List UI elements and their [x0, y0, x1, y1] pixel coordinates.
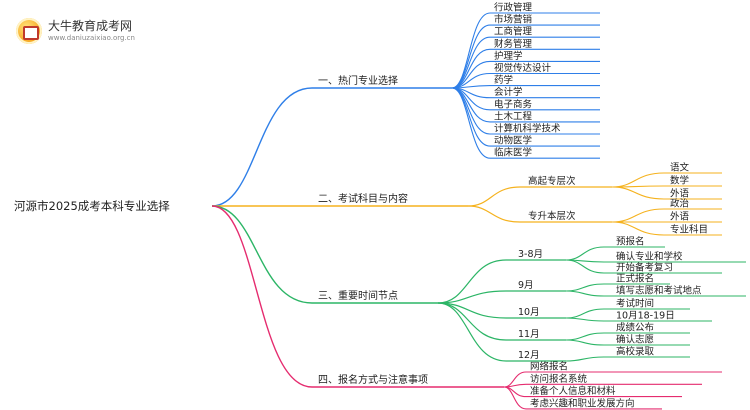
leaf-connector — [565, 339, 605, 346]
leaf-label: 工商管理 — [494, 26, 533, 38]
leaf-label: 外语 — [670, 211, 690, 223]
group-connector — [437, 302, 507, 319]
leaf-label: 数学 — [670, 175, 689, 187]
leaf-label: 确认专业和学校 — [616, 251, 683, 263]
branch-connector-1 — [211, 87, 313, 207]
leaf-label: 行政管理 — [494, 2, 533, 14]
leaf-label: 成绩公布 — [616, 322, 654, 334]
leaf-label: 外语 — [670, 188, 690, 200]
leaf-label: 电子商务 — [494, 98, 533, 110]
leaf-label: 网络报名 — [530, 361, 568, 373]
mind-map-edges — [211, 12, 746, 410]
leaf-label: 正式报名 — [616, 273, 654, 285]
leaf-connector — [503, 386, 527, 410]
branch-label-1: 一、热门专业选择 — [318, 74, 398, 87]
leaf-label: 考试时间 — [616, 298, 654, 310]
leaf-connector — [565, 246, 605, 261]
group-connector — [437, 302, 507, 362]
logo-title: 大牛教育成考网 — [48, 19, 133, 33]
group-label: 3-8月 — [518, 249, 543, 260]
leaf-label: 高校录取 — [616, 346, 655, 358]
leaf-connector — [611, 221, 665, 236]
leaf-label: 确认志愿 — [616, 334, 654, 346]
group-connector — [437, 302, 507, 341]
leaf-label: 会计学 — [494, 86, 523, 98]
leaf-connector — [565, 308, 605, 319]
mind-map-labels: 河源市2025成考本科专业选择 一、热门专业选择 行政管理市场营销工商管理财务管理护… — [14, 2, 708, 410]
leaf-label: 准备个人信息和材料 — [530, 385, 616, 397]
branch-connector-4 — [211, 205, 313, 388]
group-connector — [437, 290, 507, 304]
leaf-label: 动物医学 — [494, 135, 532, 147]
leaf-label: 政治 — [670, 198, 689, 210]
leaf-connector — [451, 48, 491, 89]
group-label: 专升本层次 — [528, 210, 576, 222]
branch-label-3: 三、重要时间节点 — [318, 289, 398, 302]
leaf-label: 财务管理 — [494, 38, 533, 50]
leaf-label: 视觉传达设计 — [494, 62, 552, 74]
leaf-connector — [565, 317, 605, 322]
leaf-connector — [565, 259, 605, 274]
leaf-connector — [565, 290, 605, 297]
group-label: 9月 — [518, 280, 534, 291]
leaf-label: 专业科目 — [670, 224, 708, 236]
branch-label-4: 四、报名方式与注意事项 — [318, 373, 428, 386]
leaf-connector — [611, 172, 665, 188]
leaf-connector — [611, 208, 665, 223]
group-label: 12月 — [518, 350, 540, 361]
leaf-label: 土木工程 — [494, 110, 533, 122]
leaf-connector — [451, 24, 491, 89]
root-topic: 河源市2025成考本科专业选择 — [14, 199, 170, 213]
group-label: 10月 — [518, 307, 540, 318]
leaf-connector — [451, 87, 491, 159]
leaf-connector — [565, 356, 605, 362]
leaf-label: 护理学 — [494, 50, 523, 62]
group-connector — [467, 186, 521, 207]
logo-url: www.daniuzaixiao.org.cn — [48, 34, 135, 42]
leaf-label: 填写志愿和考试地点 — [616, 285, 702, 297]
leaf-label: 开始备考复习 — [616, 262, 673, 274]
leaf-label: 临床医学 — [494, 147, 532, 159]
leaf-label: 语文 — [670, 162, 690, 174]
group-label: 高起专层次 — [528, 175, 576, 187]
leaf-connector — [565, 283, 605, 292]
branch-connector-3 — [211, 205, 313, 304]
leaf-connector — [451, 87, 491, 147]
leaf-label: 计算机科学技术 — [494, 123, 561, 135]
leaf-label: 预报名 — [616, 236, 645, 248]
leaf-label: 药学 — [494, 74, 513, 86]
leaf-label: 访问报名系统 — [530, 373, 588, 385]
logo-badge-icon — [16, 18, 42, 44]
leaf-label: 考虑兴趣和职业发展方向 — [530, 397, 635, 409]
site-logo: 大牛教育成考网 www.daniuzaixiao.org.cn — [6, 14, 151, 48]
leaf-label: 市场营销 — [494, 14, 533, 26]
group-connector — [467, 205, 521, 223]
leaf-label: 10月18-19日 — [616, 311, 675, 322]
leaf-connector — [565, 332, 605, 341]
branch-label-2: 二、考试科目与内容 — [318, 192, 408, 205]
group-label: 11月 — [518, 329, 540, 340]
group-connector — [437, 259, 507, 304]
leaf-connector — [611, 186, 665, 200]
